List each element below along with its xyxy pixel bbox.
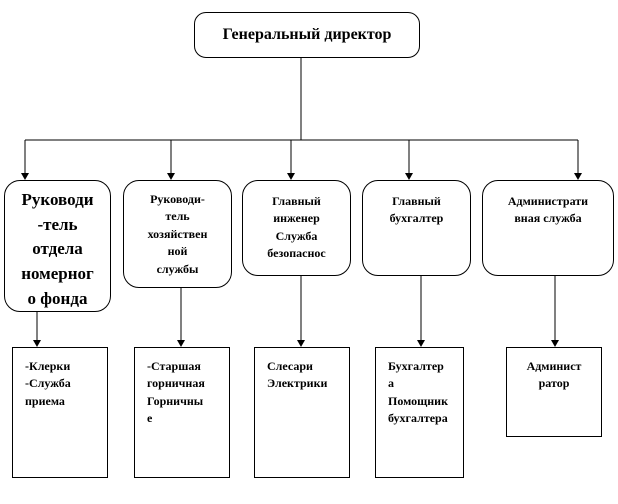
room-division-staff-text: -Клерки -Служба приема: [25, 359, 71, 408]
administrative-service-label: Администрати вная служба: [507, 194, 589, 226]
accounting-staff-text: Бухгалтер а Помощник бухгалтера: [388, 359, 448, 426]
accounting-staff-box: Бухгалтер а Помощник бухгалтера: [375, 347, 464, 478]
administrative-staff-box: Админист ратор: [506, 347, 602, 437]
chief-accountant-node: Главный бухгалтер: [362, 180, 471, 276]
arrowhead: [177, 340, 185, 347]
arrowhead: [405, 173, 413, 180]
arrowhead: [167, 173, 175, 180]
arrowhead: [33, 340, 41, 347]
arrowhead: [551, 340, 559, 347]
engineering-staff-text: Слесари Электрики: [267, 359, 328, 391]
housekeeping-head-label: Руководи- тель хозяйствен ной службы: [147, 192, 208, 276]
chief-engineer-node: Главный инженер Служба безопаснос: [242, 180, 351, 276]
administrative-service-node: Администрати вная служба: [482, 180, 614, 276]
arrowhead: [417, 340, 425, 347]
chief-accountant-label: Главный бухгалтер: [389, 194, 444, 226]
arrowhead: [287, 173, 295, 180]
room-division-head-node: Руководи -тель отдела номерног о фонда: [4, 180, 111, 312]
engineering-staff-box: Слесари Электрики: [254, 347, 350, 478]
chief-engineer-label: Главный инженер Служба безопаснос: [267, 194, 326, 261]
housekeeping-staff-box: -Старшая горничная Горничны е: [134, 347, 230, 478]
general-director-label: Генеральный директор: [222, 26, 392, 43]
general-director-node: Генеральный директор: [194, 12, 420, 58]
arrowhead: [574, 173, 582, 180]
room-division-head-label: Руководи -тель отдела номерног о фонда: [21, 190, 94, 308]
housekeeping-head-node: Руководи- тель хозяйствен ной службы: [123, 180, 232, 288]
administrative-staff-text: Админист ратор: [526, 359, 582, 391]
housekeeping-staff-text: -Старшая горничная Горничны е: [147, 359, 205, 426]
room-division-staff-box: -Клерки -Служба приема: [12, 347, 108, 478]
arrowhead: [21, 173, 29, 180]
arrowhead: [297, 340, 305, 347]
